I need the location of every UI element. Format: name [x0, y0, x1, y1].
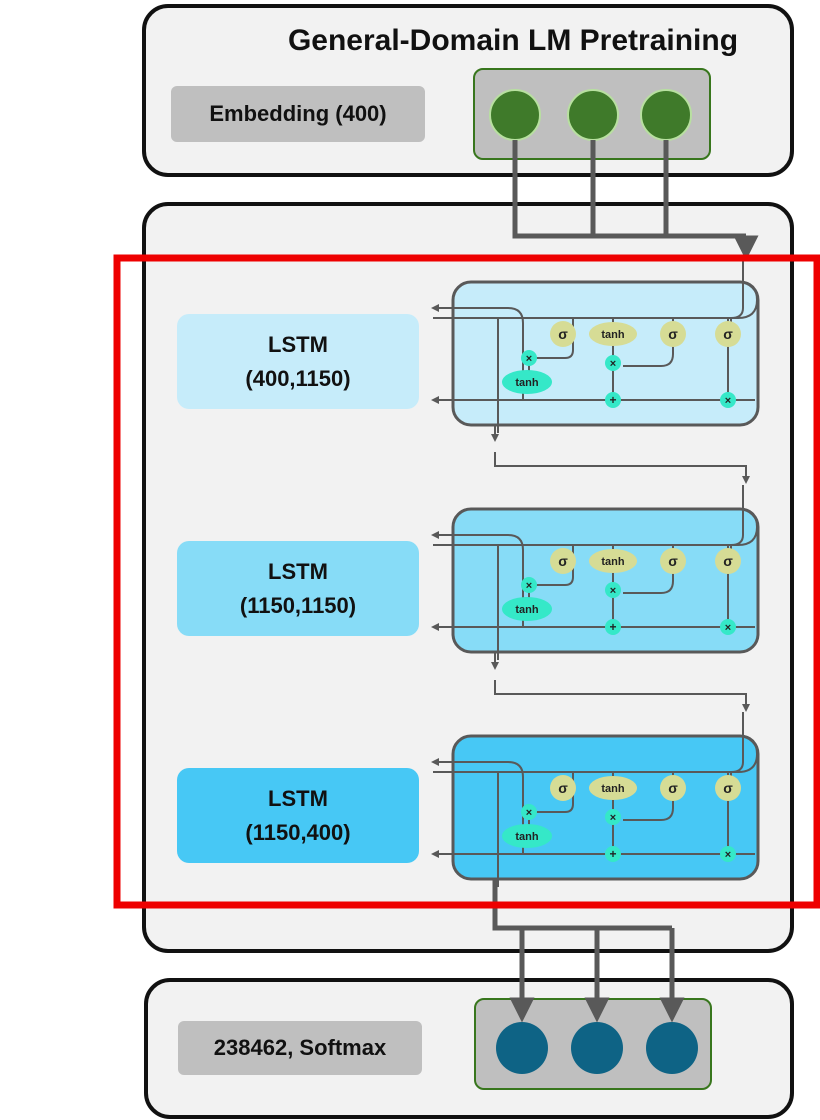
- cell-1-symbols: σ tanh σ σ × × + × tanh: [515, 326, 733, 407]
- output-connector: [492, 879, 685, 1023]
- multiply-symbol: ×: [725, 622, 731, 634]
- lstm-3-dims: (1150,400): [245, 819, 351, 845]
- tanh-symbol: tanh: [515, 604, 539, 616]
- sigma-symbol: σ: [723, 326, 733, 342]
- sigma-symbol: σ: [558, 553, 568, 569]
- multiply-symbol: ×: [610, 812, 616, 824]
- lstm-2-dims: (1150,1150): [239, 592, 357, 618]
- embedding-label: Embedding (400): [171, 86, 425, 142]
- lstm-label-3: LSTM (1150,400): [177, 768, 419, 863]
- tanh-symbol: tanh: [601, 556, 625, 568]
- diagram-title: General-Domain LM Pretraining: [287, 24, 739, 57]
- sigma-symbol: σ: [723, 780, 733, 796]
- tanh-symbol: tanh: [601, 783, 625, 795]
- add-symbol: +: [609, 620, 616, 634]
- multiply-symbol: ×: [610, 358, 616, 370]
- tanh-symbol: tanh: [601, 329, 625, 341]
- multiply-symbol: ×: [526, 580, 532, 592]
- lstm-1-name: LSTM: [268, 331, 328, 357]
- embedding-node-1: [489, 89, 541, 141]
- sigma-symbol: σ: [723, 553, 733, 569]
- sigma-symbol: σ: [558, 780, 568, 796]
- output-nodes: [496, 1022, 698, 1074]
- highlight-box: [113, 254, 820, 909]
- tanh-symbol: tanh: [515, 377, 539, 389]
- inter-layer-connectors: [491, 425, 750, 712]
- sigma-symbol: σ: [668, 780, 678, 796]
- sigma-symbol: σ: [558, 326, 568, 342]
- cell-3-symbols: σ tanh σ σ × × + × tanh: [515, 780, 733, 861]
- embedding-nodes: [489, 89, 692, 141]
- output-node-1: [496, 1022, 548, 1074]
- output-label: 238462, Softmax: [178, 1021, 422, 1075]
- lstm-label-1: LSTM (400,1150): [177, 314, 419, 409]
- embedding-connector: [512, 140, 759, 261]
- embedding-node-3: [640, 89, 692, 141]
- lstm-3-name: LSTM: [268, 785, 328, 811]
- add-symbol: +: [609, 393, 616, 407]
- sigma-symbol: σ: [668, 553, 678, 569]
- multiply-symbol: ×: [526, 353, 532, 365]
- output-node-3: [646, 1022, 698, 1074]
- multiply-symbol: ×: [725, 395, 731, 407]
- lstm-1-dims: (400,1150): [245, 365, 351, 391]
- output-node-2: [571, 1022, 623, 1074]
- multiply-symbol: ×: [526, 807, 532, 819]
- multiply-symbol: ×: [725, 849, 731, 861]
- cell-2-symbols: σ tanh σ σ × × + × tanh: [515, 553, 733, 634]
- embedding-node-2: [567, 89, 619, 141]
- multiply-symbol: ×: [610, 585, 616, 597]
- sigma-symbol: σ: [668, 326, 678, 342]
- add-symbol: +: [609, 847, 616, 861]
- lstm-2-name: LSTM: [268, 558, 328, 584]
- tanh-symbol: tanh: [515, 831, 539, 843]
- lstm-label-2: LSTM (1150,1150): [177, 541, 419, 636]
